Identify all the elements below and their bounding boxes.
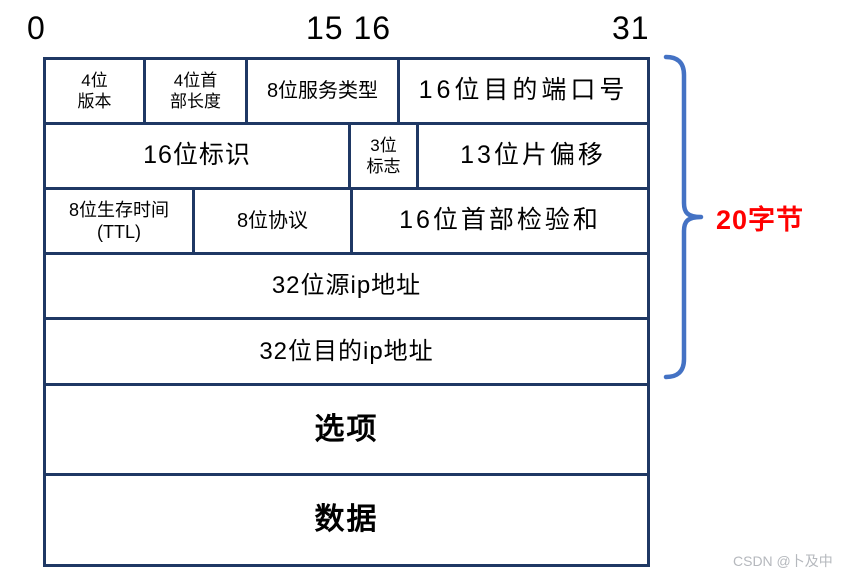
bit-label-31: 31 — [612, 10, 650, 46]
field-protocol-label: 8位协议 — [236, 209, 309, 232]
bit-label-0: 0 — [27, 10, 46, 46]
field-version: 4位 版本 — [46, 60, 146, 122]
field-source-ip-label: 32位源ip地址 — [271, 272, 422, 299]
field-dest-ip: 32位目的ip地址 — [46, 320, 647, 383]
field-dest-port: 16位目的端口号 — [400, 60, 647, 122]
field-protocol: 8位协议 — [195, 190, 353, 252]
field-data-label: 数据 — [314, 503, 379, 537]
field-identification-label: 16位标识 — [143, 141, 251, 170]
field-flags-line2: 标志 — [366, 157, 401, 176]
field-flags: 3位 标志 — [351, 125, 419, 187]
field-version-line2: 版本 — [77, 92, 112, 111]
watermark: CSDN @卜及中 — [733, 553, 833, 569]
table-row-3: 8位生存时间 (TTL) 8位协议 16位首部检验和 — [46, 190, 647, 255]
field-options: 选项 — [46, 386, 647, 473]
field-fragment-offset-label: 13位片偏移 — [460, 141, 606, 170]
field-header-checksum: 16位首部检验和 — [353, 190, 647, 252]
field-service-type: 8位服务类型 — [248, 60, 400, 122]
field-service-type-label: 8位服务类型 — [266, 79, 379, 102]
table-row-7: 数据 — [46, 476, 647, 564]
field-identification: 16位标识 — [46, 125, 351, 187]
field-header-length: 4位首 部长度 — [146, 60, 248, 122]
field-ttl-line1: 8位生存时间 — [68, 199, 169, 220]
field-version-line1: 4位 — [81, 70, 108, 90]
byte-count-label: 20字节 — [716, 205, 805, 235]
field-options-label: 选项 — [314, 412, 379, 446]
table-row-1: 4位 版本 4位首 部长度 8位服务类型 16位目的端口号 — [46, 60, 647, 125]
table-row-2: 16位标识 3位 标志 13位片偏移 — [46, 125, 647, 190]
field-header-length-line1: 4位首 — [173, 70, 218, 90]
table-row-4: 32位源ip地址 — [46, 255, 647, 320]
field-dest-port-label: 16位目的端口号 — [418, 76, 629, 105]
field-flags-line1: 3位 — [370, 135, 397, 155]
field-header-checksum-label: 16位首部检验和 — [399, 206, 601, 235]
bit-label-15-16: 15 16 — [306, 10, 392, 46]
byte-range-brace-icon — [663, 54, 704, 380]
table-row-5: 32位目的ip地址 — [46, 320, 647, 386]
field-data: 数据 — [46, 476, 647, 564]
field-header-length-line2: 部长度 — [170, 92, 221, 111]
field-source-ip: 32位源ip地址 — [46, 255, 647, 317]
field-ttl: 8位生存时间 (TTL) — [46, 190, 195, 252]
ip-header-table: 4位 版本 4位首 部长度 8位服务类型 16位目的端口号 16位标识 3位 标… — [43, 57, 650, 567]
table-row-6: 选项 — [46, 386, 647, 476]
field-ttl-line2: (TTL) — [97, 222, 141, 242]
field-fragment-offset: 13位片偏移 — [419, 125, 647, 187]
field-dest-ip-label: 32位目的ip地址 — [259, 337, 434, 365]
